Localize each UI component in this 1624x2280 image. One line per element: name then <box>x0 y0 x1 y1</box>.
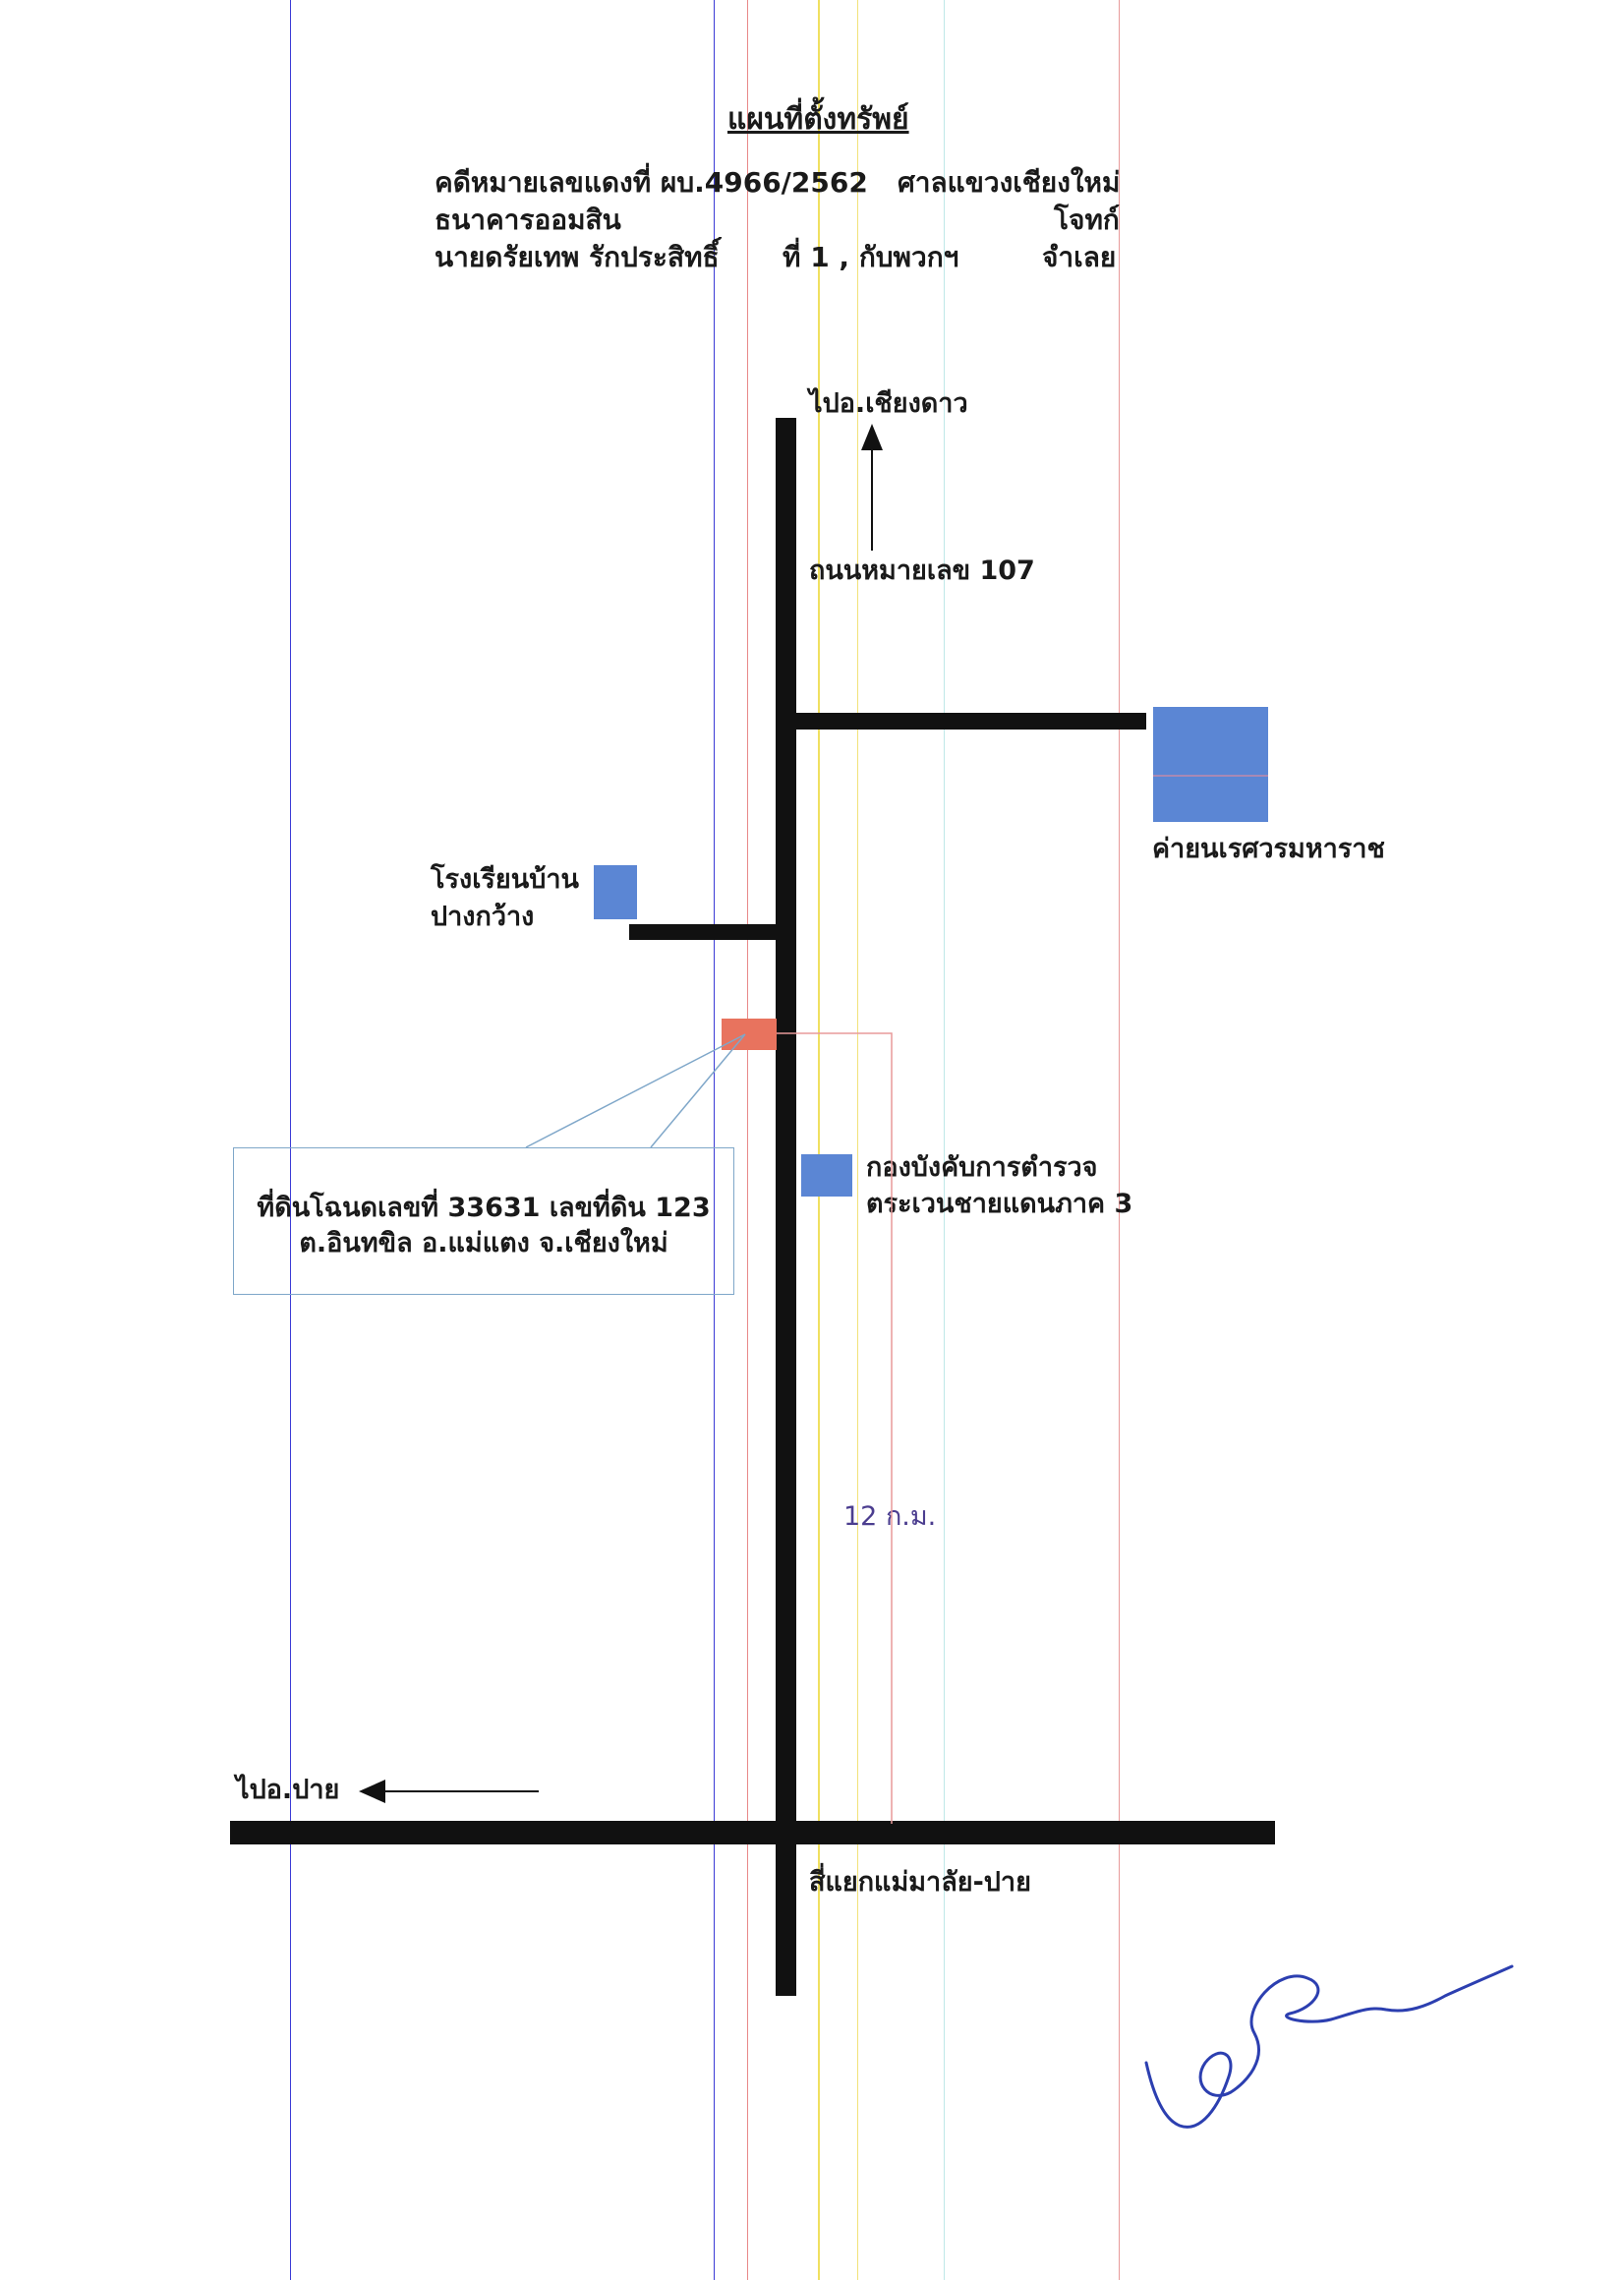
scan-line <box>747 0 748 2280</box>
school-label-line-2: ปางกว้าง <box>431 902 535 932</box>
property-deed-text: ที่ดินโฉนดเลขที่ 33631 เลขที่ดิน 123 <box>257 1193 711 1223</box>
camp-label: ค่ายนเรศวรมหาราช <box>1152 834 1385 864</box>
scan-line <box>714 0 715 2280</box>
case-number: คดีหมายเลขแดงที่ ผบ.4966/2562 <box>435 166 868 199</box>
callout-pointer-line <box>525 1033 746 1148</box>
plaintiff-name: ธนาคารออมสิน <box>435 204 621 236</box>
camp-marker-stripe <box>1153 775 1268 777</box>
west-direction-label: ไปอ.ปาย <box>236 1775 340 1805</box>
road-number-label: ถนนหมายเลข 107 <box>809 555 1035 586</box>
scan-line <box>857 0 858 2280</box>
property-location-text: ต.อินทขิล อ.แม่แตง จ.เชียงใหม่ <box>299 1228 668 1258</box>
plaintiff-role: โจทก์ <box>1054 204 1120 236</box>
callout-pointer-line <box>650 1033 746 1148</box>
cross-road <box>230 1821 1275 1844</box>
signature <box>1144 1964 1514 2129</box>
camp-road <box>796 713 1146 730</box>
police-label-line-2: ตระเวนชายแดนภาค 3 <box>866 1189 1133 1219</box>
police-label-line-1: กองบังคับการตำรวจ <box>866 1152 1098 1183</box>
scan-line <box>944 0 945 2280</box>
scan-line <box>818 0 820 2280</box>
property-callout: ที่ดินโฉนดเลขที่ 33631 เลขที่ดิน 123 ต.อ… <box>233 1147 734 1295</box>
scan-line <box>290 0 291 2280</box>
north-direction-label: ไปอ.เชียงดาว <box>809 388 968 419</box>
scan-line <box>1119 0 1120 2280</box>
defendant-role: จำเลย <box>1042 241 1117 273</box>
court-name: ศาลแขวงเชียงใหม่ <box>898 166 1121 199</box>
property-marker <box>722 1019 777 1050</box>
north-arrow-icon <box>861 424 883 450</box>
page-title: แผนที่ตั้งทรัพย์ <box>727 102 909 137</box>
school-marker <box>594 865 637 919</box>
defendant-name: นายดรัยเทพ รักประสิทธิ์ <box>435 241 720 273</box>
defendant-number: ที่ 1 , กับพวกฯ <box>783 241 959 273</box>
distance-label: 12 ก.ม. <box>843 1501 937 1532</box>
school-label-line-1: โรงเรียนบ้าน <box>431 864 579 895</box>
police-marker <box>801 1154 852 1197</box>
camp-marker <box>1153 707 1268 822</box>
junction-label: สี่แยกแม่มาลัย-ปาย <box>809 1867 1031 1898</box>
west-arrow-icon <box>359 1780 385 1803</box>
school-road <box>629 924 777 940</box>
distance-leader-line <box>777 1032 893 1824</box>
main-road <box>776 418 796 1996</box>
